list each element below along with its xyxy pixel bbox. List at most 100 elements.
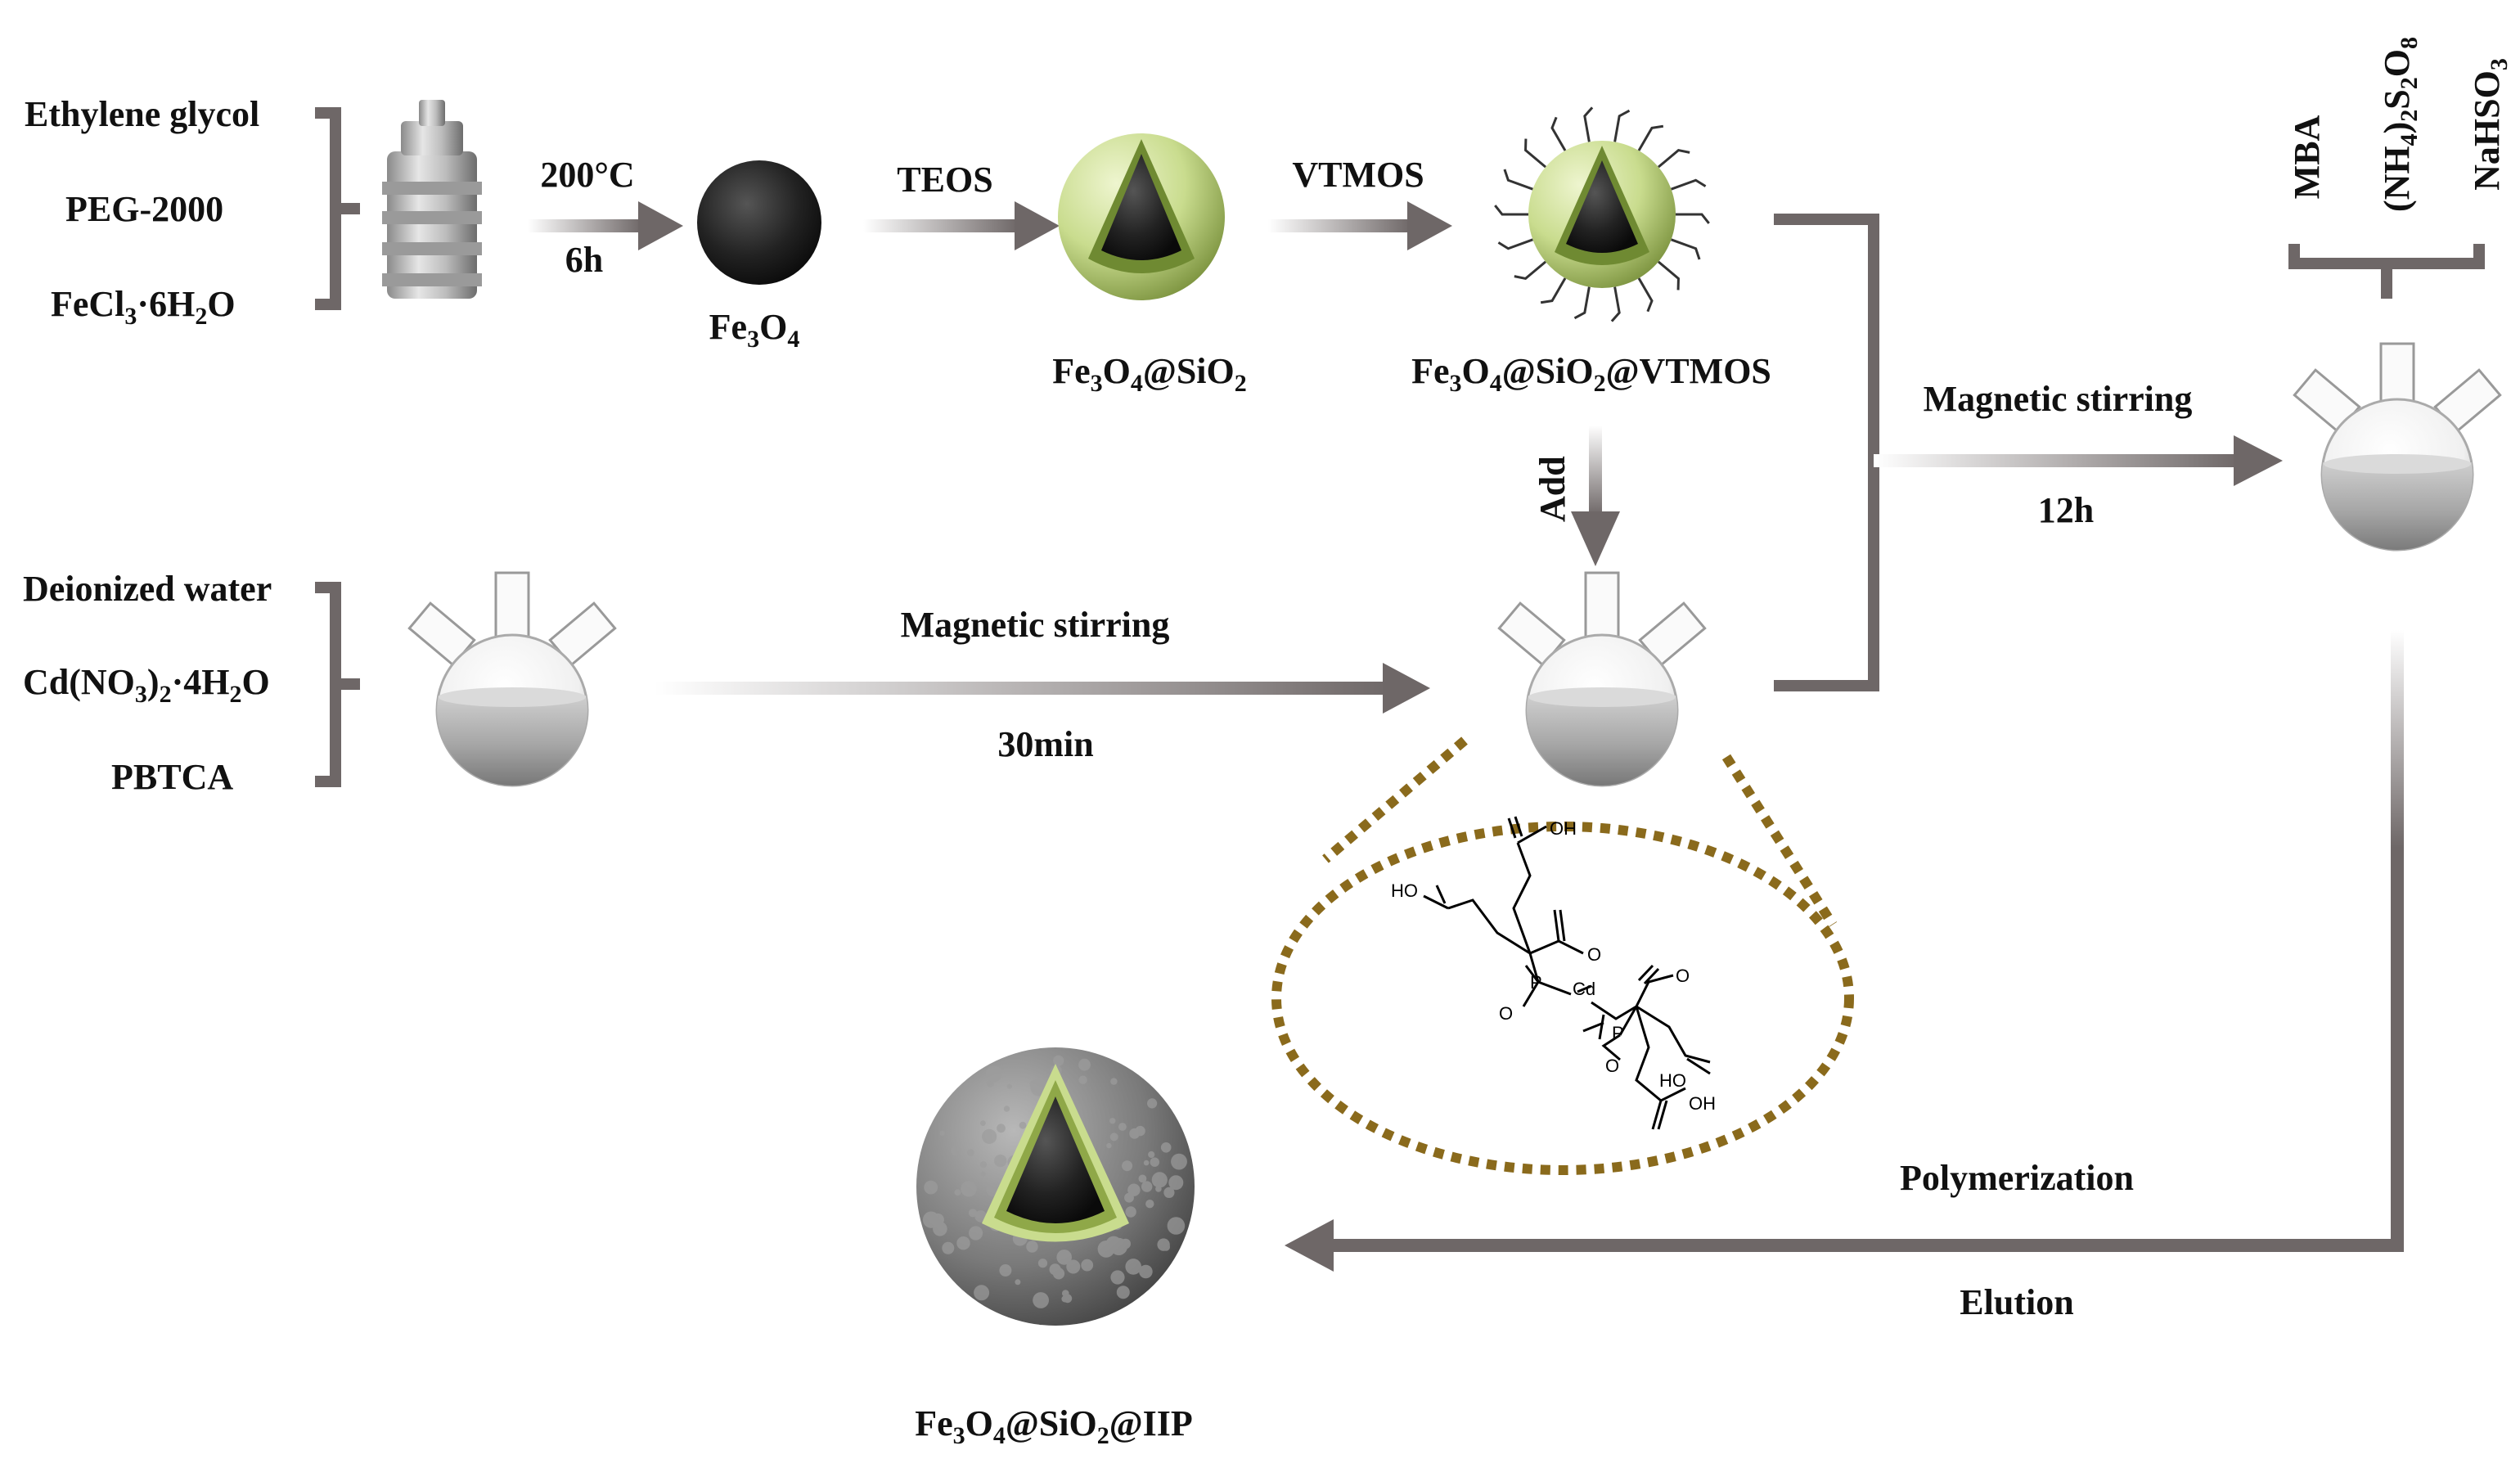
arrow-step1 bbox=[528, 201, 683, 250]
product-fe3o4: Fe3O4 bbox=[709, 307, 800, 353]
atom-p2: P bbox=[1612, 1023, 1624, 1043]
product-fe3o4-sio2-iip: Fe3O4@SiO2@IIP bbox=[915, 1403, 1193, 1449]
flask-lower-left-icon bbox=[407, 571, 617, 787]
polymer-texture-mark bbox=[1120, 1238, 1131, 1250]
fe3o4-sio2-iip-particle-icon bbox=[916, 1047, 1195, 1326]
arrow-step3 bbox=[1268, 201, 1452, 250]
polymer-texture-mark bbox=[956, 1236, 970, 1250]
zoom-callout bbox=[1271, 736, 1854, 1175]
arrow-step2 bbox=[863, 201, 1060, 250]
polymer-texture-mark bbox=[1127, 1183, 1141, 1196]
reagent-peg-2000: PEG-2000 bbox=[65, 189, 224, 229]
stir-lower-time: 30min bbox=[997, 724, 1094, 764]
polymer-texture-mark bbox=[1158, 1177, 1165, 1184]
polymer-texture-mark bbox=[1171, 1153, 1187, 1170]
vinyl-group-mark bbox=[1503, 169, 1533, 191]
polymer-texture-mark bbox=[1116, 1286, 1130, 1299]
reagent-deionized-water: Deionized water bbox=[23, 569, 272, 609]
product-fe3o4-sio2-vtmos: Fe3O4@SiO2@VTMOS bbox=[1411, 351, 1771, 397]
polymer-texture-mark bbox=[1078, 1075, 1087, 1084]
polymer-texture-mark bbox=[1141, 1181, 1153, 1192]
polymer-texture-mark bbox=[980, 1120, 986, 1126]
atom-ho-right: HO bbox=[1659, 1070, 1686, 1091]
stir-upper-label: Magnetic stirring bbox=[1923, 379, 2193, 419]
bracket-initiators bbox=[2288, 244, 2485, 299]
polymer-texture-mark bbox=[999, 1264, 1012, 1277]
arrow-polymerization bbox=[1285, 630, 2404, 1272]
polymer-texture-mark bbox=[1148, 1151, 1155, 1159]
vinyl-group-mark bbox=[1671, 238, 1701, 260]
polymer-texture-mark bbox=[1143, 1160, 1150, 1166]
polymer-texture-mark bbox=[979, 1161, 988, 1169]
vinyl-group-mark bbox=[1610, 286, 1621, 322]
vinyl-group-mark bbox=[1550, 116, 1567, 151]
polymer-texture-mark bbox=[1106, 1142, 1112, 1149]
polymer-texture-mark bbox=[968, 1209, 978, 1218]
polymer-texture-mark bbox=[1081, 1259, 1094, 1272]
polymer-texture-mark bbox=[1155, 1186, 1162, 1192]
step2-reagent: TEOS bbox=[897, 160, 993, 200]
polymer-texture-mark bbox=[969, 1226, 983, 1241]
cd-pbtca-complex-structure bbox=[1423, 816, 1711, 1130]
polymer-texture-mark bbox=[933, 1222, 947, 1236]
initiator-aps: (NH4)2S2O8 bbox=[2377, 36, 2423, 213]
polymer-texture-mark bbox=[1167, 1217, 1186, 1235]
vinyl-group-mark bbox=[1671, 178, 1707, 191]
polymer-texture-mark bbox=[1139, 1264, 1153, 1279]
elution-label: Elution bbox=[1960, 1282, 2074, 1322]
arrow-add bbox=[1571, 426, 1620, 566]
polymer-texture-mark bbox=[951, 1146, 961, 1156]
vinyl-group-mark bbox=[1524, 138, 1547, 169]
bracket-merge bbox=[1774, 214, 1879, 691]
polymer-texture-mark bbox=[1026, 1241, 1038, 1253]
vinyl-group-mark bbox=[1497, 238, 1533, 250]
polymerization-label: Polymerization bbox=[1900, 1158, 2134, 1198]
reagent-fecl3: FeCl3·6H2O bbox=[51, 284, 236, 330]
polymer-texture-mark bbox=[1037, 1259, 1048, 1268]
polymer-texture-mark bbox=[1049, 1263, 1061, 1276]
polymer-texture-mark bbox=[989, 1132, 997, 1138]
vinyl-group-mark bbox=[1583, 106, 1594, 142]
flask-middle-icon bbox=[1497, 571, 1707, 787]
polymer-texture-mark bbox=[1135, 1125, 1145, 1137]
atom-o-2: O bbox=[1587, 944, 1602, 965]
add-label: Add bbox=[1532, 456, 1573, 522]
polymer-texture-mark bbox=[1003, 1106, 1010, 1112]
step3-reagent: VTMOS bbox=[1292, 155, 1424, 195]
initiator-nahso3: NaHSO3 bbox=[2467, 58, 2513, 191]
polymer-texture-mark bbox=[1162, 1243, 1170, 1251]
atom-p1: P bbox=[1530, 972, 1542, 993]
arrow-stir-lower bbox=[655, 663, 1430, 714]
polymer-texture-mark bbox=[966, 1149, 974, 1156]
atom-ho-left: HO bbox=[1391, 880, 1418, 901]
initiator-mba: MBA bbox=[2287, 115, 2327, 200]
polymer-texture-mark bbox=[1109, 1133, 1118, 1142]
polymer-texture-mark bbox=[1063, 1294, 1073, 1304]
vinyl-group-mark bbox=[1540, 277, 1567, 304]
polymer-texture-mark bbox=[1163, 1187, 1175, 1198]
polymer-texture-mark bbox=[1053, 1055, 1064, 1066]
polymer-texture-mark bbox=[1078, 1058, 1091, 1071]
polymer-texture-mark bbox=[1033, 1292, 1049, 1308]
vinyl-group-mark bbox=[1637, 124, 1664, 151]
vinyl-group-mark bbox=[1514, 260, 1547, 281]
fe3o4-sio2-particle-icon bbox=[1058, 133, 1225, 300]
flask-right-icon bbox=[2293, 342, 2502, 552]
vinyl-group-mark bbox=[1676, 213, 1710, 224]
polymer-texture-mark bbox=[961, 1181, 977, 1197]
atom-o-4: O bbox=[1676, 966, 1690, 986]
polymer-texture-mark bbox=[1006, 1083, 1012, 1089]
polymer-texture-mark bbox=[1097, 1241, 1115, 1258]
polymer-texture-mark bbox=[942, 1241, 955, 1254]
polymer-texture-mark bbox=[939, 1130, 945, 1136]
polymer-texture-mark bbox=[997, 1124, 1006, 1133]
polymer-texture-mark bbox=[954, 1189, 961, 1196]
step1-temperature: 200°C bbox=[540, 155, 635, 195]
polymer-texture-mark bbox=[1147, 1098, 1158, 1109]
product-fe3o4-sio2: Fe3O4@SiO2 bbox=[1052, 351, 1247, 397]
polymer-texture-mark bbox=[980, 1171, 986, 1177]
polymer-texture-mark bbox=[1056, 1250, 1072, 1265]
atom-oh-bottom: OH bbox=[1689, 1093, 1716, 1114]
